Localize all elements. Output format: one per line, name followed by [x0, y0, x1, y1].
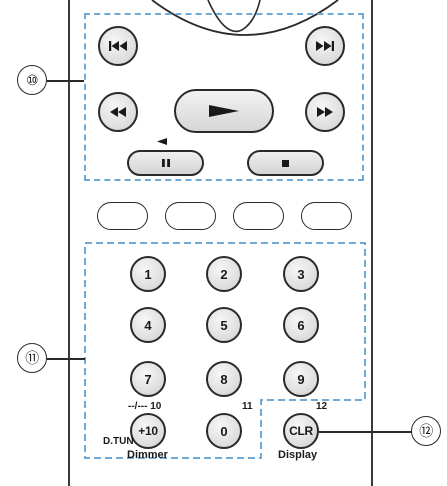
key-7-label: 7 [144, 371, 152, 387]
key-2-label: 2 [220, 266, 228, 282]
callout-clear: ⑫ [411, 416, 441, 446]
skip-previous-button[interactable] [98, 26, 138, 66]
blank-button-1[interactable] [97, 202, 148, 230]
key-3[interactable]: 3 [283, 256, 319, 292]
key-clr-label: CLR [289, 424, 313, 438]
dtun-label: D.TUN [103, 436, 134, 447]
blank-button-2[interactable] [165, 202, 216, 230]
fast-forward-button[interactable] [305, 92, 345, 132]
clr-above-label: 12 [316, 401, 328, 412]
callout-numeric-leader [47, 358, 85, 360]
key-3-label: 3 [297, 266, 305, 282]
stop-button[interactable] [247, 150, 324, 176]
callout-numeric-label: ⑪ [25, 350, 39, 366]
callout-transport-leader [47, 80, 84, 82]
callout-transport-label: ⑩ [25, 71, 39, 88]
transport-group-box [84, 13, 364, 181]
rewind-icon [110, 107, 126, 117]
play-icon [209, 105, 239, 117]
pause-button[interactable] [127, 150, 204, 176]
key-1-label: 1 [144, 266, 152, 282]
fast-forward-icon [317, 107, 333, 117]
key-9-label: 9 [297, 371, 305, 387]
play-button[interactable] [174, 89, 274, 133]
skip-previous-icon [109, 41, 127, 51]
callout-clear-label: ⑫ [419, 423, 433, 439]
stop-icon [282, 159, 289, 167]
key-8[interactable]: 8 [206, 361, 242, 397]
skip-next-icon [316, 41, 334, 51]
key-5-label: 5 [220, 317, 228, 333]
key-6[interactable]: 6 [283, 307, 319, 343]
key-1[interactable]: 1 [130, 256, 166, 292]
key-4[interactable]: 4 [130, 307, 166, 343]
zero-above-label: 11 [242, 401, 253, 412]
key-6-label: 6 [297, 317, 305, 333]
key-8-label: 8 [220, 371, 228, 387]
key-5[interactable]: 5 [206, 307, 242, 343]
key-plus10[interactable]: +10 [130, 413, 166, 449]
step-back-icon [157, 138, 167, 145]
callout-clear-leader [319, 431, 412, 433]
key-4-label: 4 [144, 317, 152, 333]
key-clr[interactable]: CLR [283, 413, 319, 449]
skip-next-button[interactable] [305, 26, 345, 66]
key-0-label: 0 [220, 423, 228, 439]
remote-right-edge [371, 0, 373, 486]
key-0[interactable]: 0 [206, 413, 242, 449]
pause-icon [161, 159, 170, 167]
key-2[interactable]: 2 [206, 256, 242, 292]
rewind-button[interactable] [98, 92, 138, 132]
blank-button-3[interactable] [233, 202, 284, 230]
plus10-above-label: --/--- 10 [128, 401, 162, 412]
blank-button-4[interactable] [301, 202, 352, 230]
remote-left-edge [68, 0, 70, 486]
key-plus10-label: +10 [138, 424, 158, 438]
key-9[interactable]: 9 [283, 361, 319, 397]
display-label: Display [278, 449, 318, 461]
dimmer-label: Dimmer [127, 449, 168, 461]
callout-transport: ⑩ [17, 65, 47, 95]
key-7[interactable]: 7 [130, 361, 166, 397]
callout-numeric: ⑪ [17, 343, 47, 373]
